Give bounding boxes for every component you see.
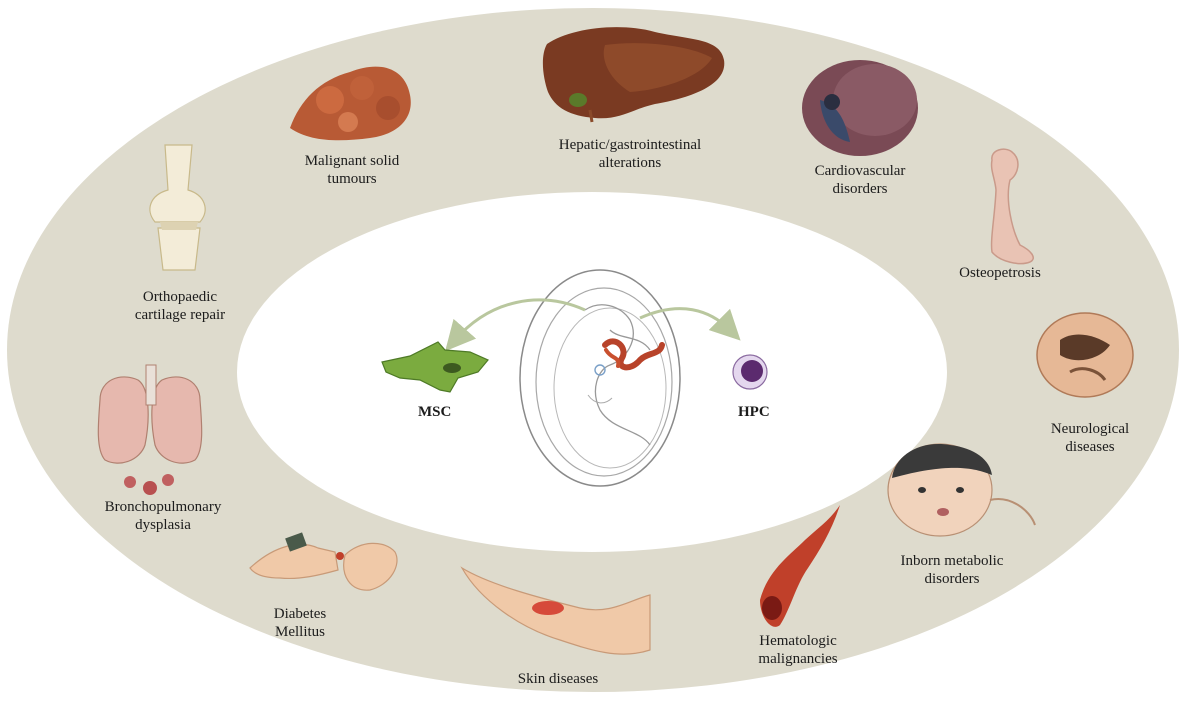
heart-icon	[802, 60, 918, 156]
label-skin-diseases: Skin diseases	[488, 670, 628, 688]
label-hematologic-malignancies: Hematologic malignancies	[728, 632, 868, 668]
label-cardiovascular-disorders: Cardiovascular disorders	[790, 162, 930, 198]
label-hepatic-gastrointestinal: Hepatic/gastrointestinal alterations	[530, 136, 730, 172]
label-neurological-diseases: Neurological diseases	[1020, 420, 1160, 456]
inner-area	[237, 192, 947, 552]
label-diabetes-mellitus: Diabetes Mellitus	[240, 605, 360, 641]
hpc-cell-icon	[733, 355, 767, 389]
label-malignant-solid-tumours: Malignant solid tumours	[292, 152, 412, 188]
hpc-label: HPC	[738, 404, 770, 421]
msc-label: MSC	[418, 404, 451, 421]
label-orthopaedic-cartilage-repair: Orthopaedic cartilage repair	[100, 288, 260, 324]
label-inborn-metabolic-disorders: Inborn metabolic disorders	[872, 552, 1032, 588]
label-bronchopulmonary-dysplasia: Bronchopulmonary dysplasia	[78, 498, 248, 534]
label-osteopetrosis: Osteopetrosis	[930, 264, 1070, 282]
brain-icon	[1037, 313, 1133, 397]
